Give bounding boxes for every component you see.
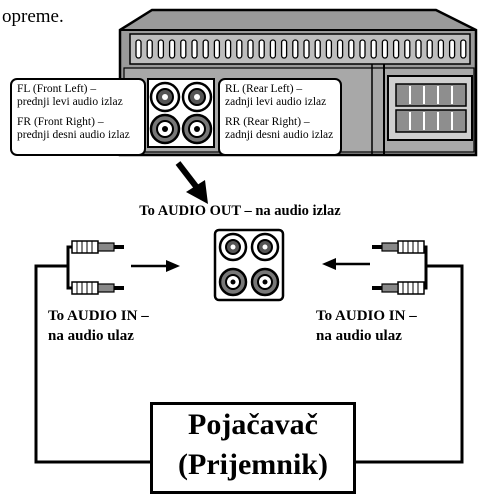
vent-slot: [426, 39, 433, 59]
amplifier-title: Pojačavač: [188, 408, 318, 441]
vent-slot: [392, 39, 400, 59]
vent-slot: [460, 39, 467, 59]
right-insert-arrow: [322, 258, 370, 270]
audio-in-right-line2: na audio ulaz: [316, 328, 402, 344]
fr-title: FR (Front Right) –: [17, 116, 104, 128]
vent-slot: [213, 39, 221, 59]
vent-slot: [404, 39, 411, 59]
iso-connector: [387, 75, 473, 141]
vent-slot: [359, 39, 366, 59]
audio-out-label: To AUDIO OUT – na audio izlaz: [139, 203, 341, 219]
rl-title: RL (Rear Left) –: [225, 83, 303, 95]
amplifier-subtitle: (Prijemnik): [178, 448, 328, 481]
rear-outputs-label: RL (Rear Left) – zadnji levi audio izlaz…: [218, 78, 342, 156]
vent-slot: [325, 39, 333, 59]
intro-text: opreme.: [2, 6, 64, 27]
vent-slot: [269, 39, 277, 59]
audio-in-right-label: To AUDIO IN – na audio ulaz: [316, 306, 417, 346]
vent-slot: [381, 39, 389, 59]
audio-in-left-line1: To AUDIO IN –: [48, 308, 149, 324]
fl-description: prednji levi audio izlaz: [17, 96, 123, 108]
vent-slot: [336, 39, 344, 59]
vent-slot: [348, 39, 355, 59]
vent-slot: [415, 39, 422, 59]
vent-slot: [258, 39, 265, 59]
vent-slot: [303, 39, 310, 59]
audio-in-left-line2: na audio ulaz: [48, 328, 134, 344]
left-insert-arrow: [131, 260, 180, 272]
amplifier-box: Pojačavač (Prijemnik): [150, 402, 356, 494]
rr-title: RR (Rear Right) –: [225, 116, 310, 128]
vent-slot: [370, 39, 377, 59]
vent-slot: [247, 39, 254, 59]
vent-slot: [135, 39, 142, 59]
audio-in-left-label: To AUDIO IN – na audio ulaz: [48, 306, 149, 346]
ventilation-slots: [135, 39, 467, 59]
vent-slot: [146, 39, 153, 59]
vent-slot: [437, 39, 445, 59]
device-rca-jacks: [147, 78, 215, 148]
vent-slot: [180, 39, 187, 59]
fr-description: prednji desni audio izlaz: [17, 129, 130, 141]
cable-left: [34, 264, 150, 464]
audio-out-jack-panel: [213, 228, 285, 302]
cable-right: [356, 264, 464, 464]
rr-description: zadnji desni audio izlaz: [225, 129, 334, 141]
audio-in-right-line1: To AUDIO IN –: [316, 308, 417, 324]
front-outputs-label: FL (Front Left) – prednji levi audio izl…: [10, 78, 146, 156]
vent-slot: [224, 39, 232, 59]
vent-slot: [280, 39, 288, 59]
right-rca-plugs: [372, 240, 428, 295]
vent-slot: [236, 39, 243, 59]
vent-slot: [292, 39, 299, 59]
vent-slot: [168, 39, 176, 59]
vent-slot: [191, 39, 198, 59]
left-rca-plugs: [66, 240, 124, 295]
vent-slot: [314, 39, 321, 59]
rl-description: zadnji levi audio izlaz: [225, 96, 327, 108]
output-arrow: [175, 161, 208, 204]
vent-slot: [448, 39, 456, 59]
fl-title: FL (Front Left) –: [17, 83, 97, 95]
vent-slot: [202, 39, 209, 59]
vent-slot: [157, 39, 165, 59]
